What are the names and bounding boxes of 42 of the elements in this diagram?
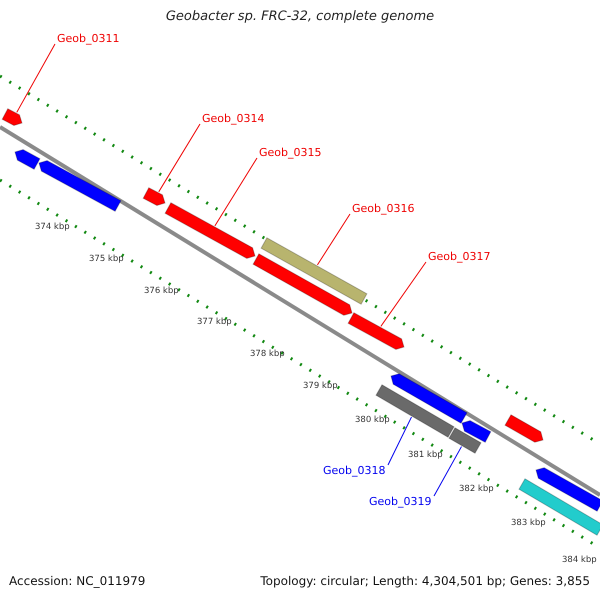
scale-label: 384 kbp xyxy=(562,555,597,565)
scale-label: 383 kbp xyxy=(511,518,546,528)
scale-label: 381 kbp xyxy=(408,450,443,460)
scale-label: 382 kbp xyxy=(459,484,494,494)
gene-feature xyxy=(2,108,23,126)
gene-label: Geob_0319 xyxy=(369,495,432,508)
genome-info-text: Topology: circular; Length: 4,304,501 bp; Genes: 3,855 xyxy=(260,574,590,588)
gene-label: Geob_0311 xyxy=(57,32,120,45)
gene-feature xyxy=(142,187,166,206)
leader-line xyxy=(380,262,426,327)
gene-label: Geob_0316 xyxy=(352,202,414,215)
gene-label: Geob_0318 xyxy=(323,464,386,477)
leader-line xyxy=(16,44,56,113)
gene-feature xyxy=(347,312,405,350)
leader-line xyxy=(316,214,350,266)
gene-feature xyxy=(14,149,41,170)
gene-label: Geob_0314 xyxy=(202,112,264,125)
gene-feature xyxy=(390,373,468,424)
gene-feature xyxy=(38,160,122,212)
scale-label: 376 kbp xyxy=(144,286,179,296)
title: Geobacter sp. FRC-32, complete genome xyxy=(164,9,436,24)
gene-feature xyxy=(260,237,368,305)
leader-line xyxy=(214,158,258,226)
leader-line xyxy=(158,124,200,192)
gene-label: Geob_0315 xyxy=(259,146,322,159)
gene-feature xyxy=(448,427,482,454)
scale-label: 374 kbp xyxy=(35,222,70,232)
gene-label: Geob_0317 xyxy=(428,250,490,263)
scale-label: 379 kbp xyxy=(303,381,338,391)
gene-feature xyxy=(504,414,544,443)
gene-feature xyxy=(461,420,492,443)
gene-feature xyxy=(535,467,600,512)
scale-label: 380 kbp xyxy=(355,415,390,425)
leader-line xyxy=(434,446,462,496)
leader-line xyxy=(388,416,412,466)
gene-feature xyxy=(252,253,353,316)
accession-text: Accession: NC_011979 xyxy=(9,574,146,588)
scale-label: 377 kbp xyxy=(197,317,232,327)
scale-label: 378 kbp xyxy=(250,349,285,359)
scale-label: 375 kbp xyxy=(89,254,124,264)
gene-feature xyxy=(375,384,455,438)
gene-feature xyxy=(164,202,256,259)
